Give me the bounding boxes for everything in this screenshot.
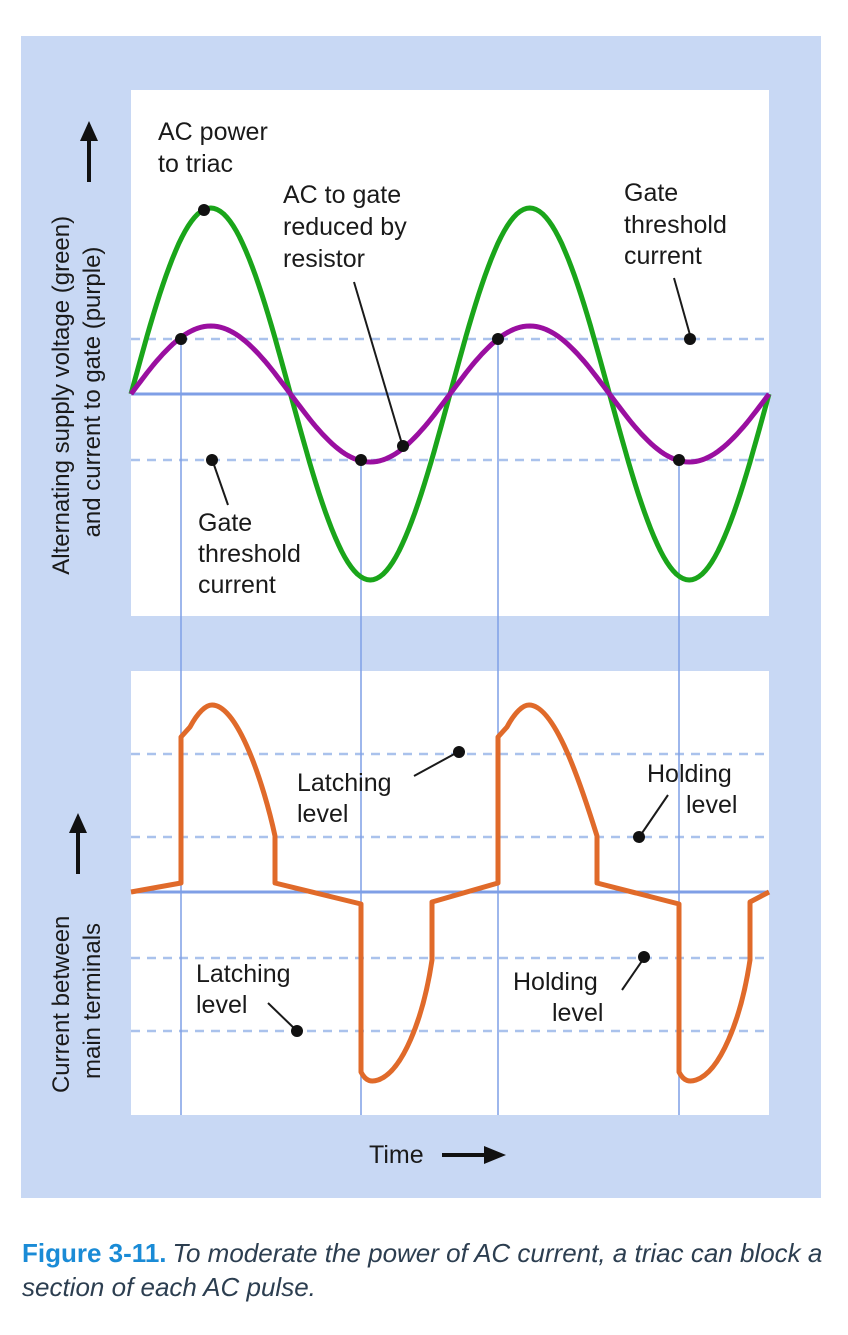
label-gate-threshold-right: Gate threshold current: [624, 179, 734, 270]
leader-latching-top: [413, 751, 459, 777]
dot-gate-trigger-2: [355, 454, 367, 466]
dot-latching-top: [453, 746, 465, 758]
dot-holding-bottom: [638, 951, 650, 963]
label-gate-threshold-left: Gate threshold current: [198, 509, 308, 599]
bottom-up-arrow-icon: [69, 813, 87, 833]
dot-gate-trigger-1: [175, 333, 187, 345]
leader-holding-top: [639, 794, 669, 837]
caption-number: Figure 3-11.: [22, 1238, 167, 1268]
dot-gate-threshold-right: [684, 333, 696, 345]
xlabel-time: Time: [369, 1141, 424, 1169]
label-latching-top: Latching level: [297, 769, 398, 828]
dot-gate-threshold-left: [206, 454, 218, 466]
dot-gate-trigger-3: [492, 333, 504, 345]
dot-ac-gate: [397, 440, 409, 452]
dot-ac-power-peak: [198, 204, 210, 216]
figure-caption: Figure 3-11.To moderate the power of AC …: [22, 1236, 832, 1304]
dot-latching-bottom: [291, 1025, 303, 1037]
label-holding-top: Holding level: [647, 760, 739, 819]
bottom-ylabel: Current between main terminals: [48, 909, 106, 1093]
terminal-current-wave: [130, 702, 771, 1084]
top-panel: [131, 90, 769, 616]
top-up-arrow-icon: [80, 121, 98, 141]
leader-gate-threshold-right: [673, 277, 691, 336]
gate-current-wave: [128, 323, 772, 465]
label-ac-power: AC power to triac: [158, 118, 275, 178]
label-ac-gate: AC to gate reduced by resistor: [283, 181, 414, 273]
label-latching-bottom: Latching level: [196, 960, 297, 1019]
leader-ac-gate: [353, 281, 403, 445]
label-holding-bottom: Holding level: [513, 968, 605, 1027]
top-ylabel: Alternating supply voltage (green) and c…: [48, 209, 106, 575]
dot-gate-trigger-4: [673, 454, 685, 466]
leader-latching-bottom: [267, 1002, 298, 1032]
caption-text: To moderate the power of AC current, a t…: [22, 1238, 823, 1302]
right-arrow-icon: [484, 1146, 506, 1164]
dot-holding-top: [633, 831, 645, 843]
leader-holding-bottom: [621, 957, 645, 991]
leader-gate-threshold-left: [212, 461, 229, 506]
